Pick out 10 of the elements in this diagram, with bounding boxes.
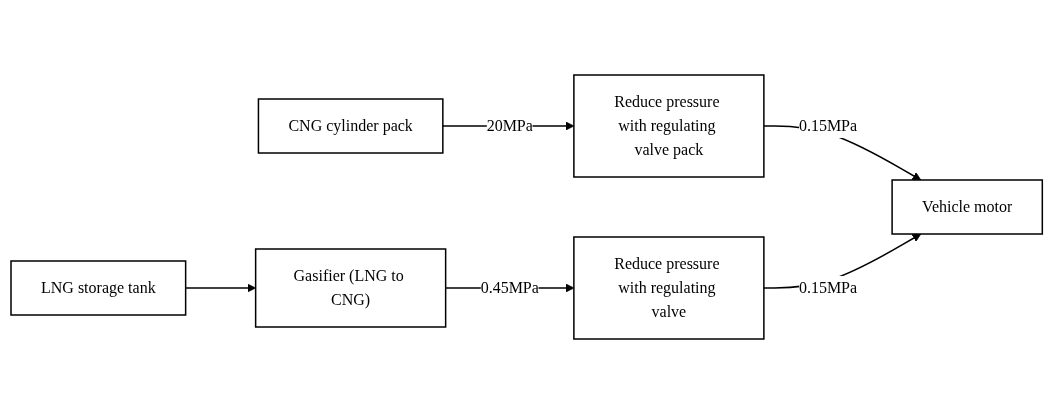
edge-label: 0.15MPa [799,278,858,296]
node-box: Vehicle motor [891,178,1044,235]
edge-label: 0.15MPa [799,116,858,134]
node-box: LNG storage tank [10,259,187,316]
node-box: Reduce pressure with regulating valve [573,235,765,340]
edge-label: 0.45MPa [480,278,540,296]
node-box: CNG cylinder pack [258,97,444,154]
edge-label: 20MPa [486,116,534,134]
node-box: Gasifier (LNG to CNG) [255,247,447,328]
node-box: Reduce pressure with regulating valve pack [573,73,765,178]
